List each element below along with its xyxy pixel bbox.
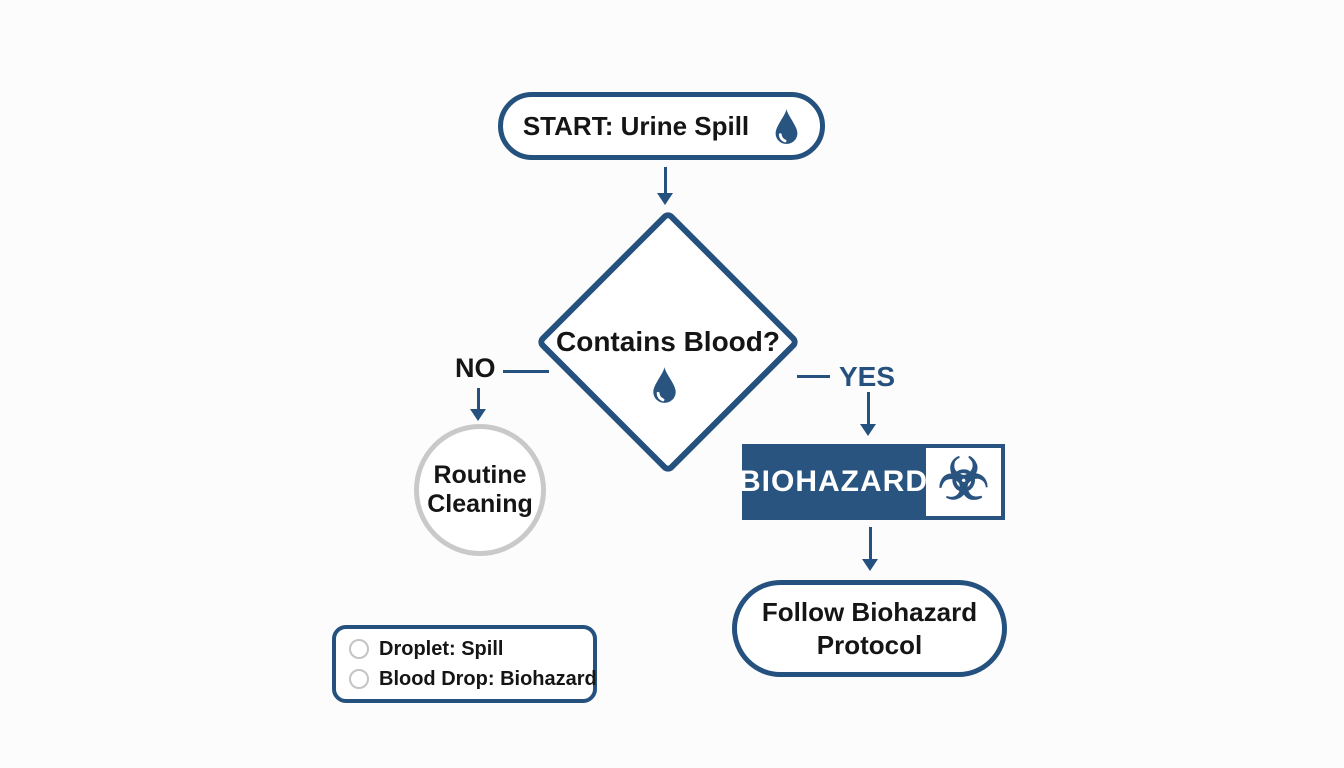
arrow-biohazard-to-protocol	[869, 527, 872, 560]
droplet-icon	[651, 366, 678, 404]
legend-item-label: Droplet: Spill	[379, 637, 504, 660]
start-node-label: START: Urine Spill	[522, 110, 750, 141]
no-branch-line	[503, 370, 549, 373]
circle-icon	[349, 639, 369, 659]
legend: Droplet: Spill Blood Drop: Biohazard	[332, 625, 597, 703]
routine-cleaning-label: Routine Cleaning	[427, 460, 533, 519]
protocol-node: Follow Biohazard Protocol	[732, 580, 1007, 677]
biohazard-label: BIOHAZARD	[739, 465, 928, 498]
decision-label: Contains Blood?	[556, 326, 780, 357]
arrow-start-to-decision	[664, 167, 667, 194]
yes-branch-line	[797, 375, 830, 378]
arrowhead-no-to-routine	[470, 409, 486, 421]
legend-item-label: Blood Drop: Biohazard	[379, 667, 597, 690]
routine-cleaning-node: Routine Cleaning	[414, 424, 546, 556]
legend-item: Droplet: Spill	[349, 638, 593, 661]
no-branch-label: NO	[455, 353, 496, 383]
legend-item: Blood Drop: Biohazard	[349, 668, 597, 691]
yes-branch-label: YES	[839, 361, 896, 392]
circle-icon	[349, 669, 369, 689]
arrowhead-biohazard-to-protocol	[862, 559, 878, 571]
protocol-label: Follow Biohazard Protocol	[761, 597, 978, 660]
arrow-yes-to-biohazard	[867, 392, 870, 425]
arrowhead-yes-to-biohazard	[860, 424, 876, 436]
arrow-no-to-routine	[477, 388, 480, 410]
biohazard-node: BIOHAZARD ☣	[739, 444, 1005, 520]
arrowhead-start-to-decision	[657, 193, 673, 205]
droplet-icon	[773, 108, 800, 145]
start-node: START: Urine Spill	[498, 92, 825, 160]
biohazard-glyph: ☣	[937, 447, 990, 512]
biohazard-icon: ☣	[926, 448, 1001, 516]
